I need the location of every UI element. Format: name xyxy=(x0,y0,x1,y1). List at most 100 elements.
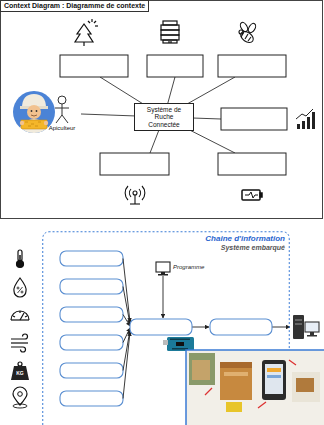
arduino-board xyxy=(176,342,184,346)
stick-figure xyxy=(58,96,66,104)
battery-icon xyxy=(242,190,260,200)
flow-arrow xyxy=(272,327,290,328)
chart-icon xyxy=(302,121,305,129)
stick-figure xyxy=(55,96,69,123)
beekeeper-avatar xyxy=(18,94,50,134)
chart-icon xyxy=(296,109,315,129)
server-icon xyxy=(293,315,319,339)
process-box xyxy=(130,319,192,335)
beekeeper-avatar xyxy=(44,121,48,125)
bee-icon xyxy=(248,37,251,41)
weight-icon xyxy=(11,366,29,380)
bee-icon xyxy=(247,22,257,34)
empty-box xyxy=(221,108,287,130)
beekeeper-avatar xyxy=(18,119,50,134)
stick-figure xyxy=(62,115,68,123)
antenna-icon xyxy=(133,191,137,195)
photo-panel xyxy=(262,360,286,400)
empty-box xyxy=(218,55,286,77)
sensor-box xyxy=(60,251,123,406)
monitor-icon xyxy=(156,262,170,276)
gauge-icon xyxy=(11,319,29,320)
empty-box xyxy=(218,153,286,175)
photo-panel xyxy=(292,372,320,402)
photo-panel xyxy=(186,350,324,425)
antenna-icon xyxy=(129,189,131,197)
beehive-icon xyxy=(161,21,179,43)
region-outline xyxy=(42,231,290,425)
node-label: Apiculteur xyxy=(43,125,81,132)
beehive-icon xyxy=(161,30,179,35)
humidity-icon xyxy=(17,287,19,289)
chain-subheading: Système embarqué xyxy=(205,244,285,252)
beekeeper-avatar xyxy=(20,121,24,125)
monitor-icon xyxy=(161,272,165,274)
chain-heading: Chaine d'information xyxy=(205,234,285,244)
process-box xyxy=(210,319,272,335)
antenna-icon xyxy=(142,186,145,200)
stick-figure xyxy=(47,95,77,125)
flow-arrow xyxy=(123,315,130,327)
flow-arrow xyxy=(123,287,130,325)
beehive-icon xyxy=(161,25,179,30)
gauge-icon xyxy=(20,313,24,320)
node-label: Système de Ruche Connectée xyxy=(138,106,190,128)
antenna-icon xyxy=(130,203,140,204)
server-icon xyxy=(295,320,302,321)
embedded-region: Chaine d'informationSystème embarqué xyxy=(42,231,290,425)
humidity-icon xyxy=(14,278,26,297)
tree-icon xyxy=(91,19,92,22)
flow-arrow xyxy=(192,327,209,328)
antenna-icon xyxy=(125,186,128,200)
battery-icon xyxy=(260,193,262,197)
photo-panel xyxy=(220,362,252,400)
beekeeper-avatar xyxy=(21,120,47,129)
beekeeper-avatar xyxy=(31,110,33,112)
monitor-icon xyxy=(156,262,170,272)
beekeeper-avatar xyxy=(27,105,41,119)
location-icon xyxy=(13,404,27,408)
empty-box xyxy=(147,55,203,77)
photo-panel xyxy=(224,372,248,376)
actor: Apiculteur xyxy=(43,95,81,132)
connector xyxy=(81,114,134,116)
wind-icon xyxy=(11,342,28,343)
sensor-box xyxy=(60,391,123,406)
flow-arrow xyxy=(163,276,164,318)
photo-panel xyxy=(220,362,252,368)
humidity-icon xyxy=(21,291,23,293)
beehive-icon xyxy=(168,41,172,42)
tree-icon xyxy=(83,42,84,46)
empty-box xyxy=(60,55,287,175)
wind-icon xyxy=(11,334,28,352)
thermometer-icon xyxy=(18,250,22,261)
process-box xyxy=(130,319,272,335)
beehive-icon xyxy=(163,40,177,43)
bee-icon xyxy=(245,34,248,39)
server-icon xyxy=(305,322,319,332)
photo-panel xyxy=(265,364,283,394)
gauge-icon xyxy=(25,316,27,317)
sensor-box xyxy=(60,363,123,378)
stick-figure xyxy=(62,104,63,115)
system-box: Système de Ruche Connectée xyxy=(134,103,194,131)
program-label: Programme xyxy=(173,264,204,271)
chart-icon xyxy=(312,112,315,129)
sensor-box xyxy=(60,335,123,350)
photo-panel xyxy=(186,350,324,425)
empty-box xyxy=(60,55,128,77)
bee-icon xyxy=(239,21,249,33)
sensor-box xyxy=(60,251,123,266)
beehive-icon xyxy=(161,35,179,40)
gauge-icon xyxy=(11,311,29,320)
humidity-icon xyxy=(14,278,26,297)
region-outline xyxy=(43,232,290,425)
arduino-board xyxy=(170,339,190,341)
thermometer-icon xyxy=(17,250,24,268)
photo-panel xyxy=(267,368,281,372)
gauge-icon xyxy=(11,311,29,320)
chart-icon xyxy=(307,117,310,129)
photo-panel xyxy=(267,375,281,378)
battery-icon xyxy=(242,190,262,200)
flow-arrow xyxy=(123,332,130,399)
